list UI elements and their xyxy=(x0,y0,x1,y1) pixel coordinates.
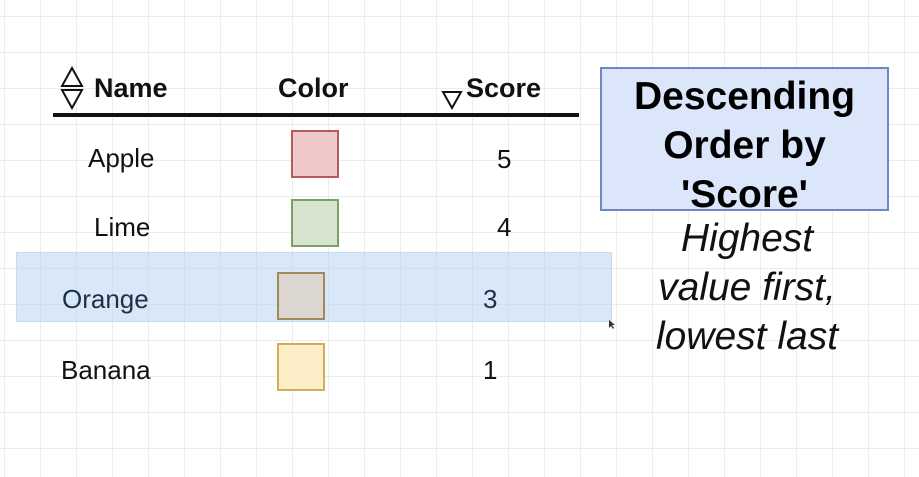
row-score-apple: 5 xyxy=(497,144,512,174)
callout-line-1: Descending xyxy=(633,75,856,118)
name-sort-both-icon[interactable] xyxy=(60,66,84,110)
color-swatch-orange xyxy=(277,272,325,320)
note-line-1: Highest xyxy=(680,217,814,260)
color-swatch-banana xyxy=(277,343,325,391)
callout-line-2: Order by xyxy=(663,124,826,167)
callout-line-3: 'Score' xyxy=(681,173,808,216)
note-line-3: lowest last xyxy=(655,315,839,358)
mouse-cursor-icon xyxy=(609,320,615,332)
row-name-apple: Apple xyxy=(88,143,155,173)
sort-explanation-note: Highest value first, lowest last xyxy=(604,214,890,361)
row-name-lime: Lime xyxy=(94,212,151,242)
descending-order-callout: Descending Order by 'Score' xyxy=(600,67,889,216)
row-score-orange: 3 xyxy=(483,284,498,314)
row-score-lime: 4 xyxy=(497,212,512,242)
row-score-banana: 1 xyxy=(483,355,498,385)
color-swatch-lime xyxy=(291,199,339,247)
column-header-name[interactable]: Name xyxy=(94,73,168,103)
score-sort-descending-icon[interactable] xyxy=(441,90,463,110)
column-header-score[interactable]: Score xyxy=(466,73,542,103)
note-line-2: value first, xyxy=(658,266,836,309)
row-name-banana: Banana xyxy=(61,355,151,385)
color-swatch-apple xyxy=(291,130,339,178)
row-name-orange: Orange xyxy=(62,284,149,314)
header-divider xyxy=(53,113,579,117)
column-header-color[interactable]: Color xyxy=(278,73,349,103)
